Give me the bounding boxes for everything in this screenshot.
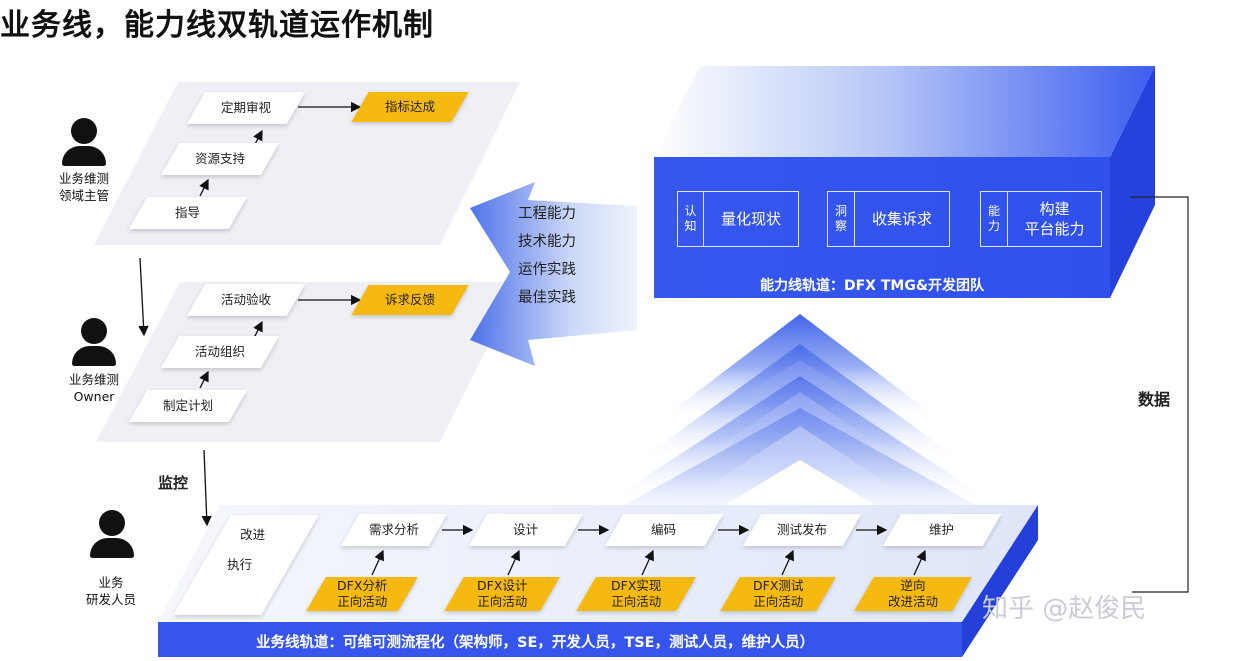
arrow-act-2 xyxy=(507,549,520,576)
business-track-side xyxy=(962,505,1038,657)
capability-arrow xyxy=(470,182,637,366)
capability-item: 运作实践 xyxy=(518,262,576,278)
monitor-label: 监控 xyxy=(158,474,189,492)
data-connector-line xyxy=(1130,196,1189,593)
step-coding: 编码 xyxy=(604,514,724,546)
arrow-act-1 xyxy=(371,549,384,576)
activity-reverse: 逆向 改进活动 xyxy=(854,577,972,611)
box-review: 定期审视 xyxy=(186,92,306,124)
arrow-plan-to-organize xyxy=(199,370,209,389)
capability-item: 最佳实践 xyxy=(518,290,576,306)
box-feedback: 诉求反馈 xyxy=(351,285,469,315)
arrow-manager-to-owner xyxy=(138,257,149,337)
page-title: 业务线，能力线双轨道运作机制 xyxy=(0,8,434,43)
business-track-front xyxy=(158,622,962,657)
capability-item: 技术能力 xyxy=(518,234,576,250)
ability-track-label: 能力线轨道：DFX TMG&开发团队 xyxy=(760,278,985,294)
chevron-stack xyxy=(570,314,1030,535)
role-owner-label: 业务维测 Owner xyxy=(68,372,119,404)
box-accept: 活动验收 xyxy=(186,284,306,316)
step-maintain: 维护 xyxy=(882,514,1002,546)
box-goal: 指标达成 xyxy=(351,92,469,122)
role-developer-label: 业务 研发人员 xyxy=(85,575,136,607)
module-name: 收集诉求 xyxy=(854,191,950,247)
business-track-label: 业务线轨道：可维可测流程化（架构师，SE，开发人员，TSE，测试人员，维护人员） xyxy=(256,635,815,651)
arrow-owner-to-dev xyxy=(201,449,212,527)
box-guide: 指导 xyxy=(128,197,248,229)
activity-implement: DFX实现 正向活动 xyxy=(576,577,696,611)
module-tag: 洞 察 xyxy=(827,191,855,247)
step-test-release: 测试发布 xyxy=(742,514,862,546)
ability-track-front xyxy=(654,157,1110,298)
box-plan: 制定计划 xyxy=(128,390,248,422)
execute-label: 执行 xyxy=(227,557,253,572)
ability-track-side xyxy=(1110,66,1155,298)
person-icon xyxy=(54,118,114,166)
box-support: 资源支持 xyxy=(160,143,280,175)
watermark: 知乎 @赵俊民 xyxy=(982,594,1147,624)
module-name: 量化现状 xyxy=(703,191,799,247)
ability-track-top xyxy=(654,66,1155,157)
role-manager-label: 业务维测 领域主管 xyxy=(58,171,109,203)
box-organize: 活动组织 xyxy=(160,336,280,368)
capabilities-list: 工程能力 技术能力 运作实践 最佳实践 xyxy=(518,200,576,312)
arrow-act-5 xyxy=(913,549,926,576)
activity-analysis: DFX分析 正向活动 xyxy=(306,577,418,611)
activity-test: DFX测试 正向活动 xyxy=(720,577,836,611)
module-tag: 能 力 xyxy=(980,191,1008,247)
improve-label: 改进 xyxy=(240,527,266,542)
data-label: 数据 xyxy=(1138,390,1171,409)
step-requirements: 需求分析 xyxy=(340,514,448,546)
activity-design: DFX设计 正向活动 xyxy=(444,577,560,611)
person-icon xyxy=(82,510,142,558)
module-name: 构建 平台能力 xyxy=(1007,191,1102,247)
arrow-guide-to-support xyxy=(199,178,209,197)
arrow-act-4 xyxy=(781,549,794,576)
arrow-act-3 xyxy=(641,549,654,576)
capability-item: 工程能力 xyxy=(518,206,576,222)
step-design: 设计 xyxy=(468,514,584,546)
person-icon xyxy=(64,318,124,366)
module-tag: 认 知 xyxy=(677,191,704,247)
